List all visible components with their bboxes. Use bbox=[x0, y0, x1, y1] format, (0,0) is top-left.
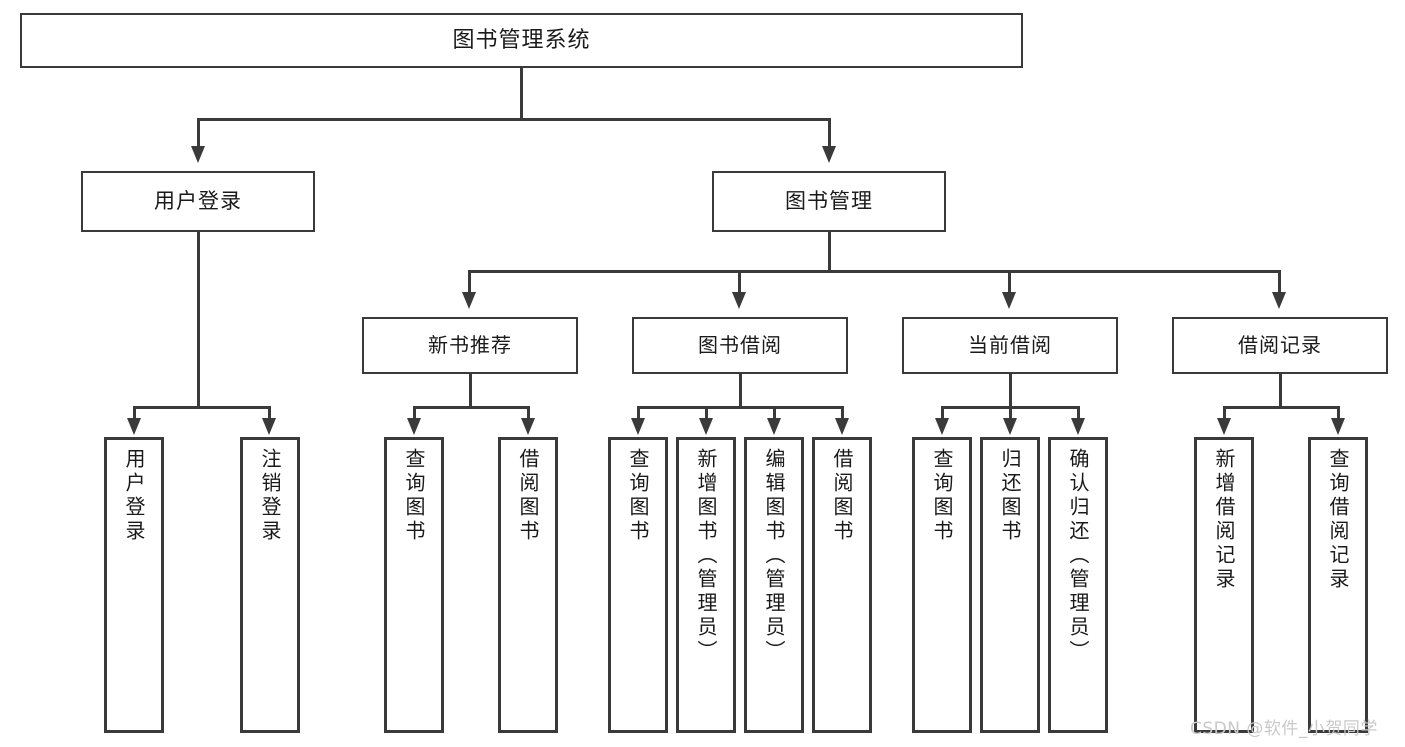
connector-bm-drop-3 bbox=[1008, 270, 1011, 292]
node-book-management[interactable]: 图书管理 bbox=[712, 171, 946, 232]
connector-bm-drop-2 bbox=[738, 270, 741, 292]
node-label: 当前借阅 bbox=[968, 333, 1052, 357]
connector-cb-drop-3 bbox=[1077, 406, 1080, 418]
leaf-nbr-borrow-book[interactable]: 借阅图书 bbox=[498, 437, 558, 733]
connector-nbr-drop-1 bbox=[413, 406, 416, 418]
leaf-bb-edit-book-admin[interactable]: 编辑图书（管理员） bbox=[744, 437, 804, 733]
connector-bm-drop-1 bbox=[468, 270, 471, 292]
arrow-bm-to-new-book-recommend bbox=[462, 292, 476, 309]
csdn-watermark: CSDN @软件_小贺同学 bbox=[1190, 719, 1378, 739]
node-label: 新增借阅记录 bbox=[1212, 448, 1236, 592]
leaf-bb-add-book-admin[interactable]: 新增图书（管理员） bbox=[676, 437, 736, 733]
connector-root-to-book-management bbox=[828, 118, 831, 146]
node-label: 借阅记录 bbox=[1238, 333, 1322, 357]
connector-br-stem bbox=[1279, 374, 1282, 406]
node-label: 查询图书 bbox=[402, 448, 426, 544]
arrow-bb-leaf-3 bbox=[767, 418, 781, 435]
connector-user-login-drop-2 bbox=[268, 406, 271, 418]
arrow-user-login-leaf-2 bbox=[262, 418, 276, 435]
node-label: 用户登录 bbox=[122, 448, 146, 544]
leaf-br-add-record[interactable]: 新增借阅记录 bbox=[1194, 437, 1254, 733]
arrow-bb-leaf-4 bbox=[835, 418, 849, 435]
arrow-nbr-leaf-2 bbox=[521, 418, 535, 435]
arrow-br-leaf-1 bbox=[1217, 418, 1231, 435]
connector-bb-drop-2 bbox=[705, 406, 708, 418]
node-label: 确认归还（管理员） bbox=[1066, 448, 1090, 664]
node-label: 借阅图书 bbox=[830, 448, 854, 544]
leaf-cb-query-book[interactable]: 查询图书 bbox=[912, 437, 972, 733]
arrow-root-to-book-management bbox=[822, 146, 836, 163]
connector-root-stem bbox=[520, 68, 523, 118]
arrow-bm-to-book-borrow bbox=[732, 292, 746, 309]
connector-root-to-user-login bbox=[197, 118, 200, 146]
connector-cb-drop-2 bbox=[1009, 406, 1012, 418]
leaf-nbr-query-book[interactable]: 查询图书 bbox=[384, 437, 444, 733]
connector-bb-drop-4 bbox=[841, 406, 844, 418]
node-label: 查询图书 bbox=[930, 448, 954, 544]
arrow-bm-to-current-borrow bbox=[1002, 292, 1016, 309]
node-label: 注销登录 bbox=[258, 448, 282, 544]
connector-book-management-stem bbox=[828, 232, 831, 270]
connector-nbr-stem bbox=[469, 374, 472, 406]
node-label: 新书推荐 bbox=[428, 333, 512, 357]
node-borrow-record[interactable]: 借阅记录 bbox=[1172, 317, 1388, 374]
connector-bm-drop-4 bbox=[1278, 270, 1281, 292]
connector-bb-drop-3 bbox=[773, 406, 776, 418]
connector-cb-stem bbox=[1009, 374, 1012, 406]
leaf-user-login-logout[interactable]: 注销登录 bbox=[240, 437, 300, 733]
arrow-bb-leaf-1 bbox=[631, 418, 645, 435]
leaf-user-login-login[interactable]: 用户登录 bbox=[104, 437, 164, 733]
arrow-root-to-user-login bbox=[191, 146, 205, 163]
node-new-book-recommend[interactable]: 新书推荐 bbox=[362, 317, 578, 374]
connector-root-bar bbox=[197, 118, 831, 121]
node-label: 图书管理 bbox=[785, 189, 873, 214]
leaf-bb-borrow-book[interactable]: 借阅图书 bbox=[812, 437, 872, 733]
connector-br-drop-1 bbox=[1223, 406, 1226, 418]
connector-book-management-bar bbox=[468, 270, 1280, 273]
node-label: 新增图书（管理员） bbox=[694, 448, 718, 664]
leaf-cb-confirm-return-admin[interactable]: 确认归还（管理员） bbox=[1048, 437, 1108, 733]
leaf-bb-query-book[interactable]: 查询图书 bbox=[608, 437, 668, 733]
connector-br-bar bbox=[1223, 406, 1339, 409]
node-label: 归还图书 bbox=[998, 448, 1022, 544]
connector-user-login-drop-1 bbox=[133, 406, 136, 418]
connector-bb-bar bbox=[637, 406, 843, 409]
arrow-cb-leaf-1 bbox=[935, 418, 949, 435]
arrow-user-login-leaf-1 bbox=[127, 418, 141, 435]
node-root-book-management-system[interactable]: 图书管理系统 bbox=[20, 13, 1023, 68]
arrow-nbr-leaf-1 bbox=[407, 418, 421, 435]
arrow-br-leaf-2 bbox=[1331, 418, 1345, 435]
node-label: 查询图书 bbox=[626, 448, 650, 544]
node-book-borrow[interactable]: 图书借阅 bbox=[632, 317, 848, 374]
node-label: 查询借阅记录 bbox=[1326, 448, 1350, 592]
node-label: 编辑图书（管理员） bbox=[762, 448, 786, 664]
connector-nbr-bar bbox=[413, 406, 529, 409]
node-current-borrow[interactable]: 当前借阅 bbox=[902, 317, 1118, 374]
connector-cb-drop-1 bbox=[941, 406, 944, 418]
connector-nbr-drop-2 bbox=[527, 406, 530, 418]
node-label: 图书管理系统 bbox=[452, 27, 591, 53]
leaf-br-query-record[interactable]: 查询借阅记录 bbox=[1308, 437, 1368, 733]
arrow-bm-to-borrow-record bbox=[1272, 292, 1286, 309]
node-user-login[interactable]: 用户登录 bbox=[81, 171, 315, 232]
connector-user-login-stem bbox=[197, 232, 200, 406]
arrow-cb-leaf-2 bbox=[1003, 418, 1017, 435]
node-label: 用户登录 bbox=[154, 189, 242, 214]
connector-bb-stem bbox=[739, 374, 742, 406]
arrow-cb-leaf-3 bbox=[1071, 418, 1085, 435]
node-label: 图书借阅 bbox=[698, 333, 782, 357]
node-label: 借阅图书 bbox=[516, 448, 540, 544]
leaf-cb-return-book[interactable]: 归还图书 bbox=[980, 437, 1040, 733]
connector-user-login-bar bbox=[133, 406, 270, 409]
connector-br-drop-2 bbox=[1337, 406, 1340, 418]
arrow-bb-leaf-2 bbox=[699, 418, 713, 435]
connector-bb-drop-1 bbox=[637, 406, 640, 418]
